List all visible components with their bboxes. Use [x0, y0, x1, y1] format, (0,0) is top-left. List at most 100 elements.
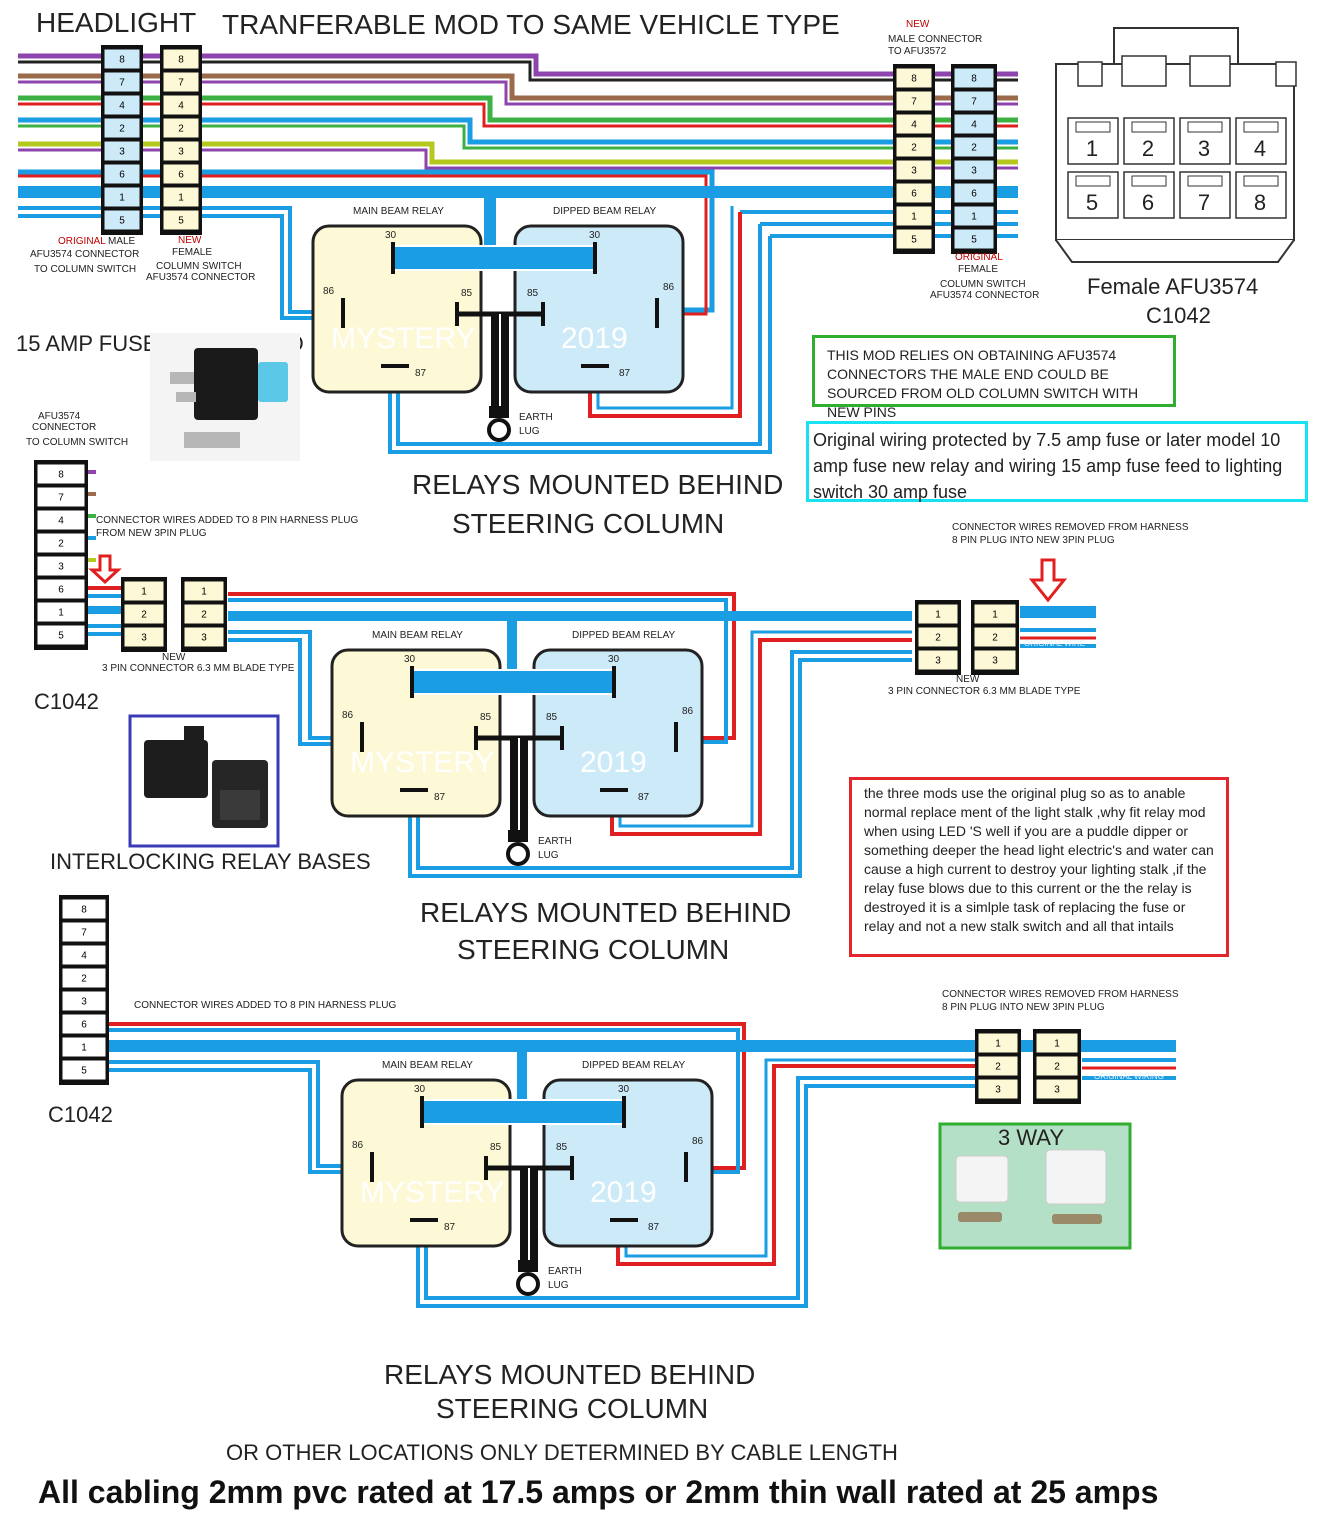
connector-pin-cell — [61, 990, 107, 1012]
connector-pin-cell — [895, 205, 933, 227]
connector-pin-cell — [162, 71, 200, 93]
connector-pin-label: 2 — [201, 610, 207, 621]
note-why-relay-mod: the three mods use the original plug so … — [849, 777, 1229, 957]
label-column-switch-s1: COLUMN SWITCH — [156, 261, 242, 272]
connector-pin-cell — [162, 117, 200, 139]
pin-87-main: 87 — [415, 368, 427, 379]
connector-pin-cell — [123, 580, 165, 602]
interlocking-label: INTERLOCKING RELAY BASES — [50, 849, 371, 874]
label-connector-s2: CONNECTOR — [32, 422, 96, 433]
earth-label: EARTH — [538, 836, 572, 847]
red-arrow-down-right — [1028, 558, 1068, 603]
section2-3pin-left-a: 123 — [121, 577, 167, 652]
connector-pin-cell — [123, 603, 165, 625]
connector-pin-label: 8 — [119, 55, 125, 66]
connector-pin-label: 2 — [119, 124, 125, 135]
connector-pin-label: 3 — [201, 633, 207, 644]
afu-socket-number: 4 — [1254, 136, 1266, 161]
connector-pin-label: 2 — [178, 124, 184, 135]
pin-85-dipped: 85 — [527, 288, 539, 299]
relay-year-2019: 2019 — [561, 322, 628, 355]
pin-87-dipped: 87 — [619, 368, 631, 379]
pin-85-main: 85 — [490, 1142, 502, 1153]
connector-pin-label: 6 — [911, 189, 917, 200]
relays-mounted-s3: RELAYS MOUNTED BEHIND — [384, 1359, 755, 1390]
connector-pin-cell — [103, 117, 141, 139]
connector-pin-label: 2 — [992, 633, 998, 644]
connector-pin-label: 2 — [935, 633, 941, 644]
connector-pin-label: 5 — [178, 216, 184, 227]
connector-pin-label: 1 — [971, 212, 977, 223]
steering-column-s3: STEERING COLUMN — [436, 1393, 708, 1424]
steering-column-s1: STEERING COLUMN — [452, 508, 724, 539]
connector-pin-label: 2 — [1054, 1062, 1060, 1073]
connector-pin-label: 2 — [141, 610, 147, 621]
connector-pin-label: 3 — [141, 633, 147, 644]
relay-brand-mystery: MYSTERY — [331, 322, 475, 355]
relays-mounted-s1: RELAYS MOUNTED BEHIND — [412, 469, 783, 500]
connector-pin-label: 1 — [1054, 1039, 1060, 1050]
connector-pin-label: 1 — [119, 193, 125, 204]
connector-pin-label: 4 — [58, 516, 64, 527]
wires-removed-s3-line2: 8 PIN PLUG INTO NEW 3PIN PLUG — [942, 1002, 1105, 1013]
connector-pin-label: 7 — [81, 928, 87, 939]
connector-pin-cell — [162, 140, 200, 162]
connector-pin-label: 3 — [971, 166, 977, 177]
connector-pin-label: 7 — [119, 78, 125, 89]
connector-pin-label: 1 — [58, 608, 64, 619]
connector-pin-label: 4 — [971, 120, 977, 131]
connector-pin-cell — [973, 603, 1017, 625]
connector-pin-label: 1 — [911, 212, 917, 223]
connector-pin-label: 8 — [58, 470, 64, 481]
blade-s2-right: 3 PIN CONNECTOR 6.3 MM BLADE TYPE — [888, 686, 1081, 697]
connector-pin-cell — [895, 159, 933, 181]
connector-pin-cell — [895, 228, 933, 250]
connector-pin-cell — [953, 182, 995, 204]
relay-year-2019: 2019 — [580, 746, 647, 779]
lug-label: LUG — [538, 850, 559, 861]
connector-pin-cell — [895, 67, 933, 89]
connector-pin-label: 7 — [58, 493, 64, 504]
label-to-afu3572: TO AFU3572 — [888, 46, 947, 57]
afu-socket-number: 7 — [1198, 190, 1210, 215]
connector-pin-cell — [36, 624, 86, 646]
connector-pin-cell — [977, 1055, 1019, 1077]
blade-s2-left: 3 PIN CONNECTOR 6.3 MM BLADE TYPE — [102, 663, 295, 674]
connector-pin-label: 5 — [58, 631, 64, 642]
label-female-s1: FEMALE — [172, 247, 212, 258]
pin-30-main: 30 — [404, 654, 416, 665]
connector-pin-cell — [973, 649, 1017, 671]
afu-socket-number: 5 — [1086, 190, 1098, 215]
connector-pin-cell — [1035, 1032, 1079, 1054]
afu-socket-number: 3 — [1198, 136, 1210, 161]
interlocking-relay-bases-photo — [128, 714, 280, 848]
connector-pin-label: 1 — [81, 1043, 87, 1054]
connector-pin-label: 1 — [995, 1039, 1001, 1050]
connector-pin-label: 5 — [911, 235, 917, 246]
connector-pin-label: 2 — [995, 1062, 1001, 1073]
pin-87-main: 87 — [434, 792, 446, 803]
label-male-connector: MALE CONNECTOR — [888, 34, 982, 45]
connector-pin-label: 3 — [992, 656, 998, 667]
connector-pin-cell — [895, 136, 933, 158]
original-wire-s2: ORIGINAL WIRE — [1024, 639, 1085, 648]
connector-pin-cell — [162, 94, 200, 116]
connector-pin-cell — [103, 163, 141, 185]
connector-pin-cell — [917, 626, 959, 648]
pin-87-main: 87 — [444, 1222, 456, 1233]
connector-pin-label: 4 — [81, 951, 87, 962]
steering-column-s2: STEERING COLUMN — [457, 934, 729, 965]
dipped-beam-relay-label: DIPPED BEAM RELAY — [553, 206, 657, 217]
connector-pin-cell — [973, 626, 1017, 648]
connector-pin-cell — [103, 186, 141, 208]
female-afu3574-label: Female AFU3574 — [1087, 274, 1258, 299]
connector-pin-cell — [36, 532, 86, 554]
connector-pin-label: 5 — [971, 235, 977, 246]
main-beam-relay-label: MAIN BEAM RELAY — [372, 630, 463, 641]
connector-pin-cell — [103, 209, 141, 231]
